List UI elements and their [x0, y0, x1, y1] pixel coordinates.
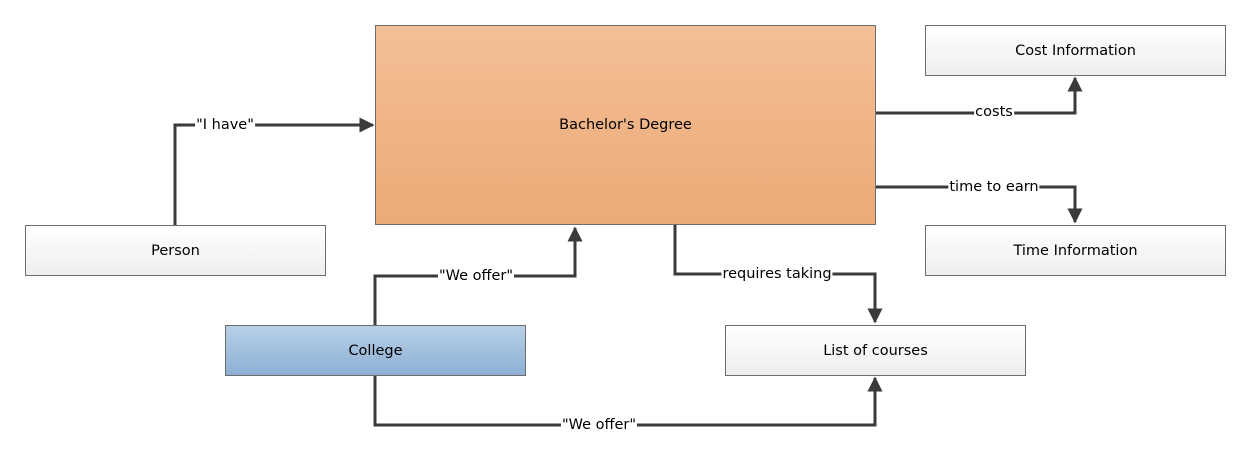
node-time-information[interactable]: Time Information: [925, 225, 1226, 276]
edge-label-we-offer-degree: "We offer": [437, 268, 515, 284]
edge-label-requires-taking: requires taking: [721, 266, 833, 282]
node-bachelors-degree[interactable]: Bachelor's Degree: [375, 25, 876, 225]
node-person[interactable]: Person: [25, 225, 326, 276]
node-label: Time Information: [1013, 242, 1138, 259]
connector-person-to-degree: [173, 117, 375, 225]
node-label: Cost Information: [1015, 42, 1136, 59]
node-label: Bachelor's Degree: [559, 117, 692, 133]
edge-label-time-to-earn: time to earn: [948, 179, 1040, 195]
node-label: Person: [151, 242, 200, 259]
edge-label-costs: costs: [974, 104, 1014, 120]
node-cost-information[interactable]: Cost Information: [925, 25, 1226, 76]
connector-degree-to-cost: [876, 76, 1083, 115]
node-college[interactable]: College: [225, 325, 526, 376]
connector-degree-to-time: [876, 185, 1083, 224]
edge-label-we-offer-courses: "We offer": [560, 417, 638, 433]
node-label: List of courses: [823, 342, 928, 359]
node-label: College: [348, 342, 403, 359]
node-list-of-courses[interactable]: List of courses: [725, 325, 1026, 376]
edge-label-i-have: "I have": [195, 117, 255, 133]
